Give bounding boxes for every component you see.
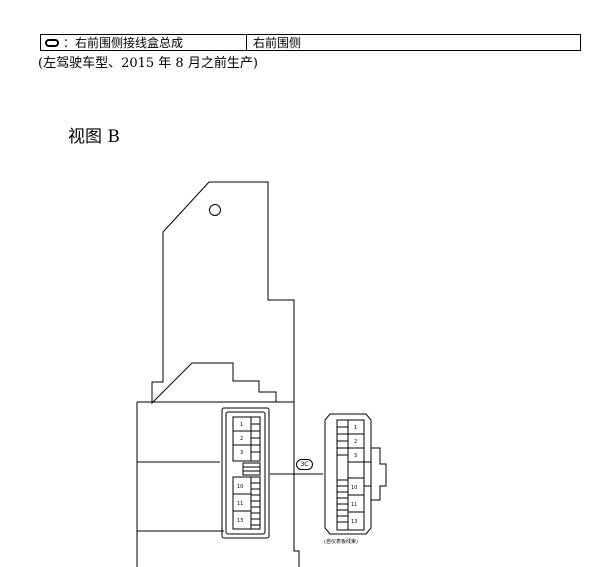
- right-pin-3: 3: [354, 453, 357, 459]
- header-cell-component: ：右前围侧接线盒总成: [41, 35, 247, 50]
- left-pin-10: 10: [237, 484, 243, 490]
- right-pin-10: 10: [351, 485, 357, 491]
- component-location: 右前围侧: [253, 36, 302, 50]
- connector-latch: [371, 447, 387, 501]
- left-pin-2: 2: [240, 436, 243, 442]
- oval-marker-icon: [45, 38, 59, 47]
- right-connector-frame: [324, 413, 372, 535]
- left-connector-frame: [221, 407, 270, 539]
- connector-caption: (自仪表板线束): [324, 539, 358, 545]
- right-pin-1: 1: [354, 425, 357, 431]
- bracket-outline: [151, 181, 295, 405]
- connector-callout-badge: 3C: [296, 459, 313, 470]
- left-pin-1: 1: [240, 422, 243, 428]
- header-table: ：右前围侧接线盒总成 右前围侧: [40, 34, 581, 51]
- right-pin-11: 11: [351, 502, 357, 508]
- left-pin-3: 3: [240, 450, 243, 456]
- left-pin-11: 11: [237, 501, 243, 507]
- model-note: (左驾驶车型、2015 年 8 月之前生产): [38, 56, 258, 71]
- left-pin-13: 13: [237, 518, 243, 524]
- right-pin-13: 13: [351, 519, 357, 525]
- component-name: ：右前围侧接线盒总成: [63, 36, 184, 50]
- junction-box-body: [136, 401, 300, 567]
- mounting-hole-icon: [209, 204, 221, 216]
- header-cell-location: 右前围侧: [247, 35, 580, 50]
- view-label: 视图 B: [68, 127, 120, 147]
- right-pin-2: 2: [354, 439, 357, 445]
